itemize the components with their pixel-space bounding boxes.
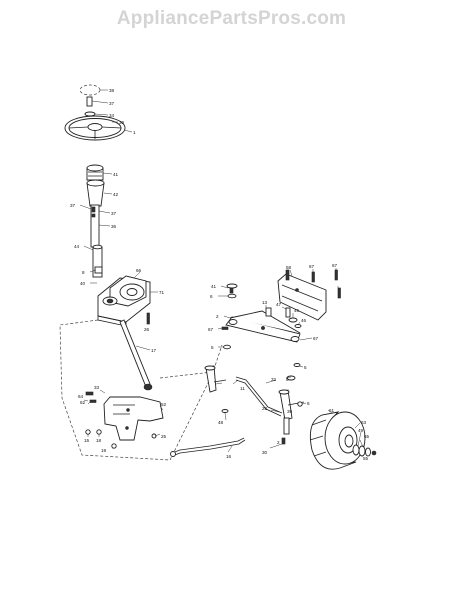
callout-65: 65: [364, 434, 370, 439]
callout-1: 1: [133, 130, 136, 135]
callout-5b: 5: [304, 365, 307, 370]
nuts-lower-left[interactable]: [85, 429, 157, 449]
callout-28: 28: [262, 406, 268, 411]
callout-38: 38: [109, 88, 115, 93]
callout-19: 19: [101, 448, 107, 453]
callout-37b: 37: [70, 203, 76, 208]
callout-labels: 38 37 34 39 1 41 42 37 37 36 44 8 40 66 …: [70, 88, 370, 461]
spindle-washer-48[interactable]: [221, 409, 229, 413]
washer-top[interactable]: [84, 111, 96, 117]
spindle-hardware[interactable]: [281, 363, 303, 445]
assembly-outline: [59, 319, 223, 461]
front-wheel[interactable]: [309, 411, 366, 470]
steering-bracket[interactable]: [103, 396, 164, 441]
callout-64: 64: [78, 394, 84, 399]
callout-37: 37: [109, 101, 115, 106]
callout-37c: 37: [111, 211, 117, 216]
callout-13: 13: [262, 300, 268, 305]
callout-39b: 39: [287, 409, 293, 414]
callout-62: 62: [80, 400, 86, 405]
steering-wheel-cap[interactable]: [79, 84, 101, 96]
callout-45: 45: [294, 308, 300, 313]
callout-41b: 41: [211, 284, 217, 289]
callout-8: 8: [82, 270, 85, 275]
callout-46: 46: [301, 318, 307, 323]
leader-lines: [79, 89, 364, 453]
callout-17: 17: [151, 348, 157, 353]
tie-rod[interactable]: [170, 437, 246, 457]
callout-58: 58: [286, 265, 292, 270]
drag-link[interactable]: [119, 319, 153, 391]
callout-61: 61: [329, 408, 335, 413]
callout-34: 34: [109, 113, 115, 118]
callout-44: 44: [74, 244, 80, 249]
callout-2b: 2: [277, 440, 280, 445]
watermark-text: AppliancePartsPros.com: [116, 8, 347, 29]
callout-32: 32: [271, 377, 277, 382]
callout-26: 26: [144, 327, 150, 332]
bolt-top[interactable]: [86, 96, 93, 107]
spindle-left[interactable]: [204, 365, 227, 393]
hardware-45-47-46[interactable]: [285, 307, 302, 328]
bushing-small[interactable]: [94, 266, 103, 274]
steering-arm-32[interactable]: [235, 376, 283, 417]
callout-67c: 67: [332, 263, 338, 268]
callout-42: 42: [113, 192, 119, 197]
steering-shaft-lower[interactable]: [92, 244, 103, 278]
callout-25: 25: [161, 434, 167, 439]
callout-49: 49: [358, 428, 364, 433]
steering-wheel[interactable]: [64, 115, 126, 141]
callout-67: 67: [208, 327, 214, 332]
callout-67b: 67: [309, 264, 315, 269]
steering-gear-housing[interactable]: [97, 275, 151, 327]
callout-2: 2: [216, 314, 219, 319]
axle-bolt-67[interactable]: [221, 326, 229, 330]
washer-6[interactable]: [227, 293, 237, 299]
callout-6b: 6: [307, 401, 310, 406]
callout-55: 55: [363, 456, 369, 461]
callout-41: 41: [113, 172, 119, 177]
spindle-right[interactable]: [278, 389, 305, 435]
steering-adapter[interactable]: [86, 164, 104, 181]
front-axle[interactable]: [225, 310, 301, 343]
callout-5c: 5: [286, 377, 289, 382]
callout-66: 66: [136, 268, 142, 273]
callout-67d: 67: [313, 336, 319, 341]
callout-6: 6: [210, 294, 213, 299]
steering-boot[interactable]: [86, 179, 105, 207]
callout-16: 16: [226, 454, 232, 459]
callout-48: 48: [218, 420, 224, 425]
callout-52: 52: [161, 402, 167, 407]
bracket-bolt-58[interactable]: [285, 269, 290, 281]
callout-30: 30: [262, 450, 268, 455]
callout-63: 63: [361, 420, 367, 425]
callout-39: 39: [119, 120, 125, 125]
callout-11: 11: [240, 386, 245, 391]
spacer-13[interactable]: [265, 307, 272, 317]
wheel-hardware[interactable]: [352, 444, 377, 457]
callout-36: 36: [111, 224, 117, 229]
steering-shaft-upper[interactable]: [90, 204, 100, 248]
pivot-bracket[interactable]: [277, 273, 327, 321]
callout-33: 33: [94, 385, 100, 390]
callout-47: 47: [276, 302, 282, 307]
callout-15: 15: [84, 438, 90, 443]
callout-71: 71: [159, 290, 165, 295]
bracket-bolt-left[interactable]: [85, 391, 97, 403]
callout-18: 18: [96, 438, 102, 443]
callout-5: 5: [211, 345, 214, 350]
axle-washer-5[interactable]: [223, 344, 231, 350]
bolt-41[interactable]: [226, 283, 238, 294]
callout-40: 40: [80, 281, 86, 286]
